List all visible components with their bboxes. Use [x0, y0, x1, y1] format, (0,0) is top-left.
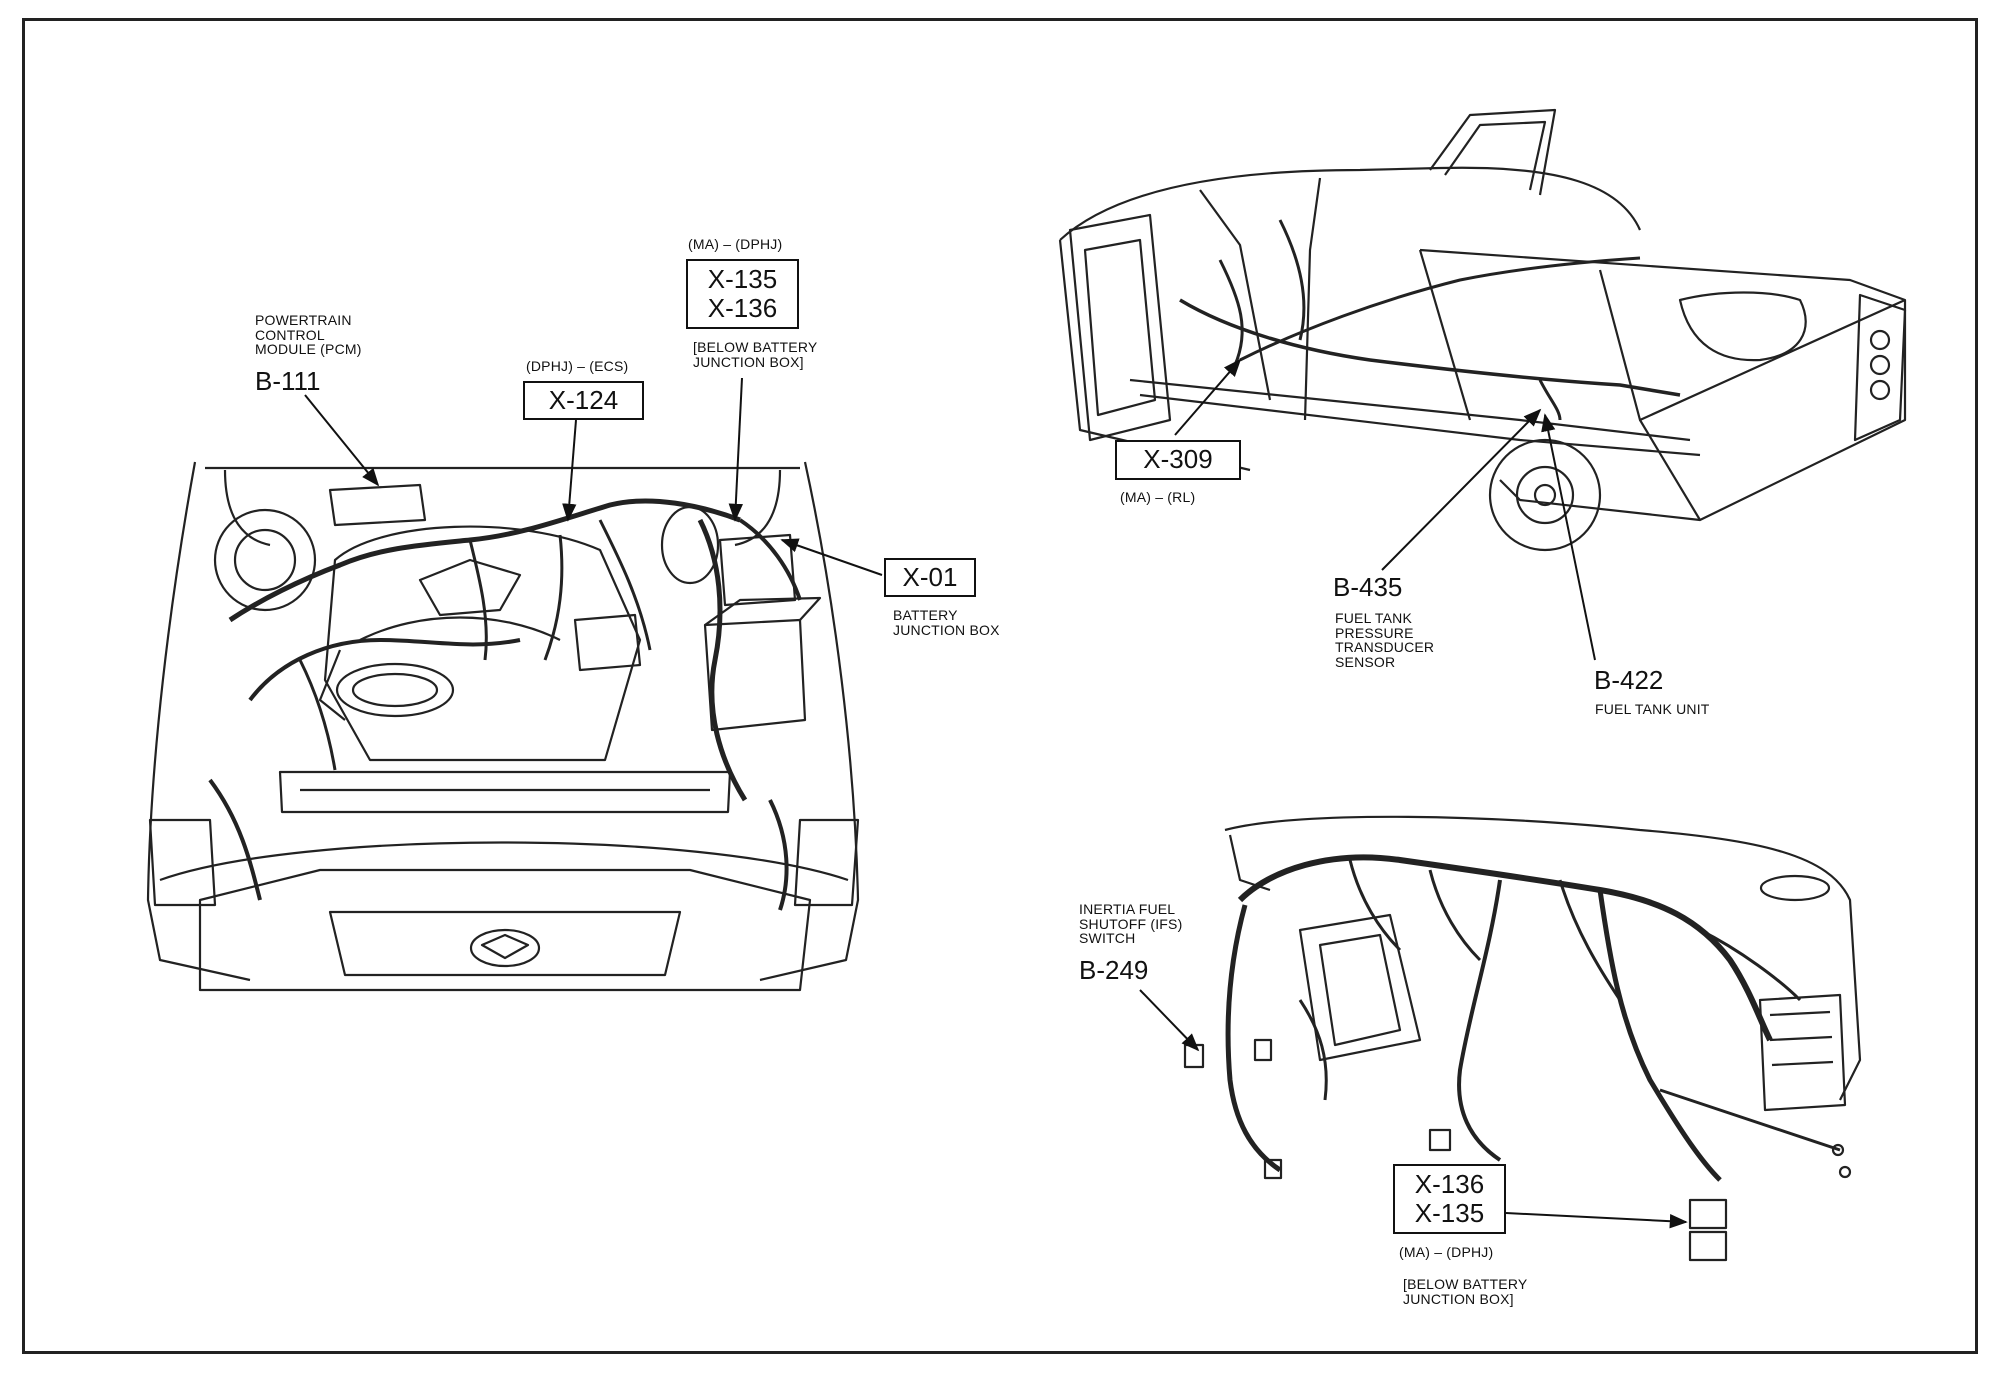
leader-lines [304, 358, 1688, 1229]
b435-label: FUEL TANK PRESSURE TRANSDUCER SENSOR [1335, 611, 1434, 670]
x136-135-bottom-connector-box: X-136 X-135 [1393, 1164, 1506, 1234]
x135-136-top-connector-box: X-135 X-136 [686, 259, 799, 329]
x135-top-code: X-135 [707, 263, 778, 294]
b422-code: B-422 [1594, 665, 1664, 695]
b249-label-line1: INERTIA FUEL [1079, 901, 1176, 917]
x124-code: X-124 [548, 384, 619, 415]
x01-connector-box: X-01 [884, 558, 976, 597]
x136-135-bottom-note-line1: [BELOW BATTERY [1403, 1276, 1528, 1292]
pcm-label: POWERTRAIN CONTROL MODULE (PCM) [255, 313, 362, 357]
x136-135-bottom-variant: (MA) – (DPHJ) [1399, 1244, 1494, 1260]
x124-connector-box: X-124 [523, 381, 644, 420]
instrument-panel-drawing [1183, 815, 1862, 1262]
x01-label-line1: BATTERY [893, 607, 958, 623]
b435-code: B-435 [1333, 572, 1403, 602]
x135-136-top-variant: (MA) – (DPHJ) [688, 236, 783, 252]
b249-label-line2: SHUTOFF (IFS) [1079, 915, 1183, 932]
x01-code: X-01 [902, 561, 958, 592]
x01-label: BATTERY JUNCTION BOX [893, 608, 1000, 637]
x135-136-top-note-line1: [BELOW BATTERY [693, 339, 818, 355]
pcm-label-line3: MODULE (PCM) [255, 341, 362, 358]
b249-code: B-249 [1079, 955, 1149, 985]
b435-label-line3: TRANSDUCER [1335, 639, 1435, 656]
pickup-truck-drawing [1058, 108, 1907, 552]
b435-label-line1: FUEL TANK [1335, 610, 1413, 626]
x309-variant: (MA) – (RL) [1120, 489, 1196, 505]
pcm-connector-code: B-111 [255, 366, 321, 396]
x136-bottom-code: X-136 [1414, 1168, 1485, 1199]
x136-135-bottom-note-line2: JUNCTION BOX] [1403, 1290, 1514, 1307]
b249-label-line3: SWITCH [1079, 930, 1136, 947]
x136-top-code: X-136 [707, 293, 778, 323]
pcm-label-line2: CONTROL [255, 326, 325, 343]
b435-label-line2: PRESSURE [1335, 624, 1414, 641]
pcm-label-line1: POWERTRAIN [255, 312, 352, 328]
x309-connector-box: X-309 [1115, 440, 1241, 480]
x135-136-top-note-line2: JUNCTION BOX] [693, 353, 804, 370]
b249-label: INERTIA FUEL SHUTOFF (IFS) SWITCH [1079, 902, 1182, 946]
x135-bottom-code: X-135 [1414, 1198, 1485, 1228]
x136-135-bottom-note: [BELOW BATTERY JUNCTION BOX] [1403, 1277, 1527, 1306]
x135-136-top-note: [BELOW BATTERY JUNCTION BOX] [693, 340, 817, 369]
diagram-frame [22, 18, 1978, 1354]
x309-code: X-309 [1143, 444, 1213, 475]
b422-label: FUEL TANK UNIT [1595, 701, 1710, 717]
engine-bay-drawing [146, 461, 860, 992]
b435-label-line4: SENSOR [1335, 654, 1396, 671]
x124-variant: (DPHJ) – (ECS) [526, 358, 629, 374]
x01-label-line2: JUNCTION BOX [893, 621, 1000, 638]
